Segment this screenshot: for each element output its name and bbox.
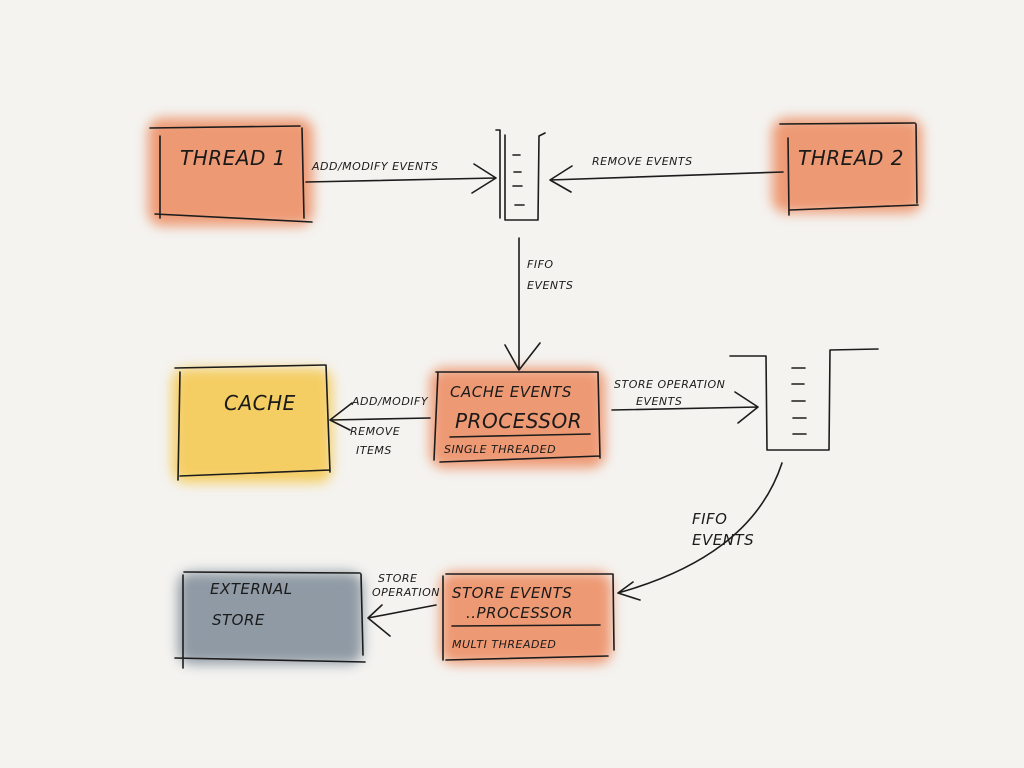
- external-store-box: [174, 571, 366, 669]
- remove-items-label-line2: ITEMS: [356, 444, 392, 457]
- arrow-processor-to-cache: [329, 402, 431, 431]
- store-operation-events-line2: EVENTS: [636, 395, 682, 408]
- store-operation-events-line1: STORE OPERATION: [614, 378, 725, 391]
- store-processor-line3: MULTI THREADED: [452, 638, 556, 651]
- external-store-line2: STORE: [212, 611, 265, 629]
- fifo1-label-line2: EVENTS: [527, 279, 573, 292]
- fifo-queue-2: [729, 348, 879, 451]
- arrow-queue2-to-store-processor: [617, 462, 783, 601]
- thread2-label: THREAD 2: [798, 146, 904, 170]
- store-operation-label-line2: OPERATION: [372, 586, 440, 599]
- thread2-box: [779, 122, 919, 216]
- add-modify-label: ADD/MODIFY: [351, 395, 429, 408]
- remove-events-label: REMOVE EVENTS: [592, 155, 693, 168]
- thread1-label: THREAD 1: [180, 146, 286, 170]
- cache-box: [174, 364, 331, 481]
- cache-processor-box: [433, 371, 601, 463]
- thread1-fill: [148, 118, 313, 226]
- external-store-line1: EXTERNAL: [210, 580, 293, 598]
- fifo2-label-line1: FIFO: [692, 510, 728, 528]
- fifo-queue-1: [495, 129, 546, 221]
- fifo1-label-line1: FIFO: [527, 258, 554, 271]
- cache-processor-line1: CACHE EVENTS: [450, 383, 572, 401]
- store-processor-line2: ..PROCESSOR: [466, 604, 573, 622]
- fifo2-label-line2: EVENTS: [692, 531, 754, 549]
- store-operation-label-line1: STORE: [378, 572, 417, 585]
- external-store-fill: [178, 572, 363, 664]
- store-processor-line1: STORE EVENTS: [452, 584, 572, 602]
- cache-processor-line2: PROCESSOR: [455, 409, 582, 433]
- arrow-store-processor-to-external: [367, 604, 437, 637]
- remove-items-label-line1: REMOVE: [350, 425, 400, 438]
- arrow-thread1-to-queue: [305, 163, 497, 194]
- thread2-fill: [772, 118, 922, 213]
- store-processor-box: [442, 573, 615, 661]
- cache-processor-line3: SINGLE THREADED: [444, 443, 556, 456]
- store-processor-fill: [440, 572, 612, 664]
- arrow-thread2-to-queue: [549, 165, 784, 193]
- arrow-processor-to-queue2: [611, 391, 759, 424]
- arrow-queue-to-cache-processor: [504, 237, 541, 371]
- cache-processor-fill: [430, 368, 605, 468]
- cache-fill: [172, 368, 332, 483]
- thread1-box: [149, 125, 313, 223]
- add-modify-events-label: ADD/MODIFY EVENTS: [311, 160, 438, 173]
- cache-label: CACHE: [224, 391, 296, 415]
